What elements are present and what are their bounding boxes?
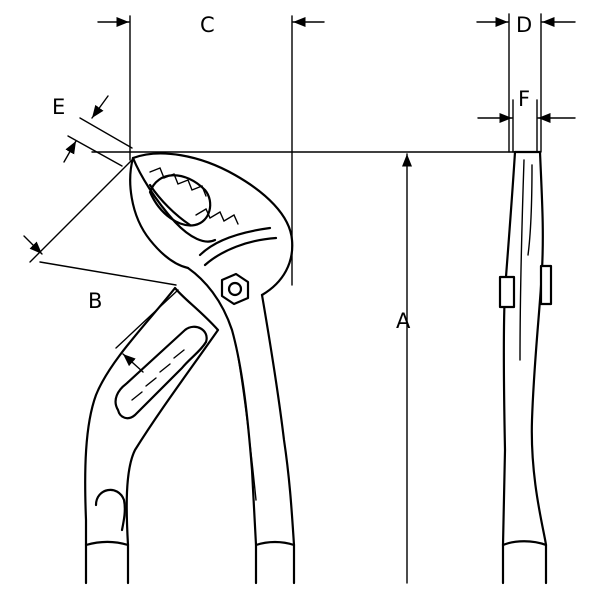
dim-b-arrow-a	[23, 235, 43, 255]
dim-e-arrow-b	[63, 140, 77, 163]
pliers-front-view	[84, 152, 296, 585]
side-view-nut	[498, 275, 516, 309]
dimension-labels: C D F E B A	[52, 13, 532, 333]
left-handle-loop	[94, 488, 126, 532]
right-handle-grip	[254, 540, 296, 585]
dim-b-line	[39, 261, 177, 286]
right-handle-inner-line	[235, 344, 257, 501]
label-d: D	[516, 13, 532, 37]
left-handle-outline	[84, 286, 220, 547]
dim-e-arrow-a	[91, 95, 109, 119]
pivot-nut	[220, 272, 250, 306]
side-view-grip-joint	[501, 540, 548, 547]
slot-ridges	[131, 349, 185, 401]
pliers-side-view	[498, 150, 553, 585]
side-view-washer	[539, 264, 553, 306]
side-view-outline	[501, 150, 548, 585]
label-b: B	[88, 289, 102, 313]
dim-e-ext-a	[79, 117, 133, 149]
dim-b-arrow-b	[122, 353, 144, 373]
jaw-pocket	[148, 174, 212, 227]
left-handle-grip	[84, 540, 130, 585]
label-e: E	[52, 95, 65, 119]
dim-b-lower-ext	[115, 289, 179, 349]
upper-jaw	[131, 152, 294, 297]
label-f: F	[518, 87, 530, 111]
right-handle-outline	[186, 266, 296, 547]
dim-b-ext	[29, 157, 135, 263]
jaw-teeth	[149, 167, 239, 225]
left-handle-slot	[114, 325, 208, 420]
pivot-bolt	[227, 281, 243, 297]
label-a: A	[396, 309, 411, 333]
lower-jaw	[129, 156, 192, 270]
side-view-center-line	[519, 159, 533, 361]
channel-groove	[198, 226, 278, 267]
label-c: C	[200, 13, 215, 37]
dim-e-ext-b	[67, 135, 123, 167]
dimension-lines	[23, 13, 576, 584]
